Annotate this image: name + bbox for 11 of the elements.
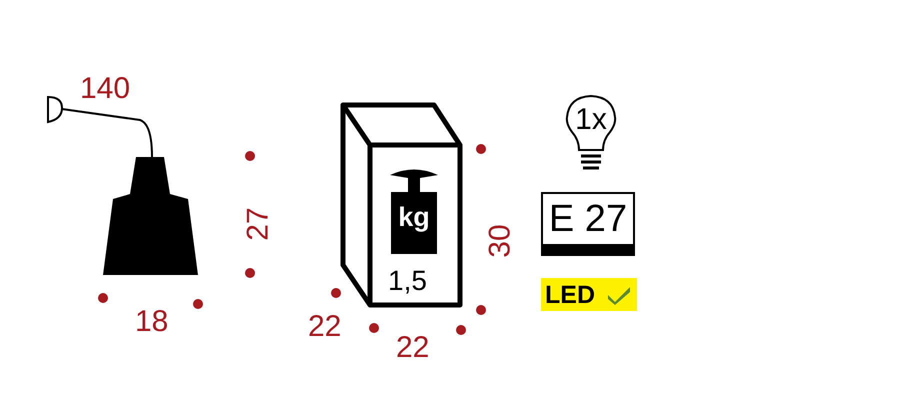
- dimension-value: 22: [308, 312, 342, 342]
- dimension-value: 30: [486, 224, 516, 258]
- led-badge: LED: [541, 278, 637, 311]
- weight-icon: kg: [390, 168, 438, 254]
- dimension-value: 22: [396, 333, 430, 363]
- socket-type-label: E 27: [541, 192, 635, 256]
- weight-value: 1,5: [388, 266, 427, 296]
- box-drawing: [340, 102, 464, 308]
- dimension-value: 18: [135, 307, 168, 337]
- dimension-value: 27: [244, 207, 274, 241]
- dimension-value: 140: [80, 74, 130, 104]
